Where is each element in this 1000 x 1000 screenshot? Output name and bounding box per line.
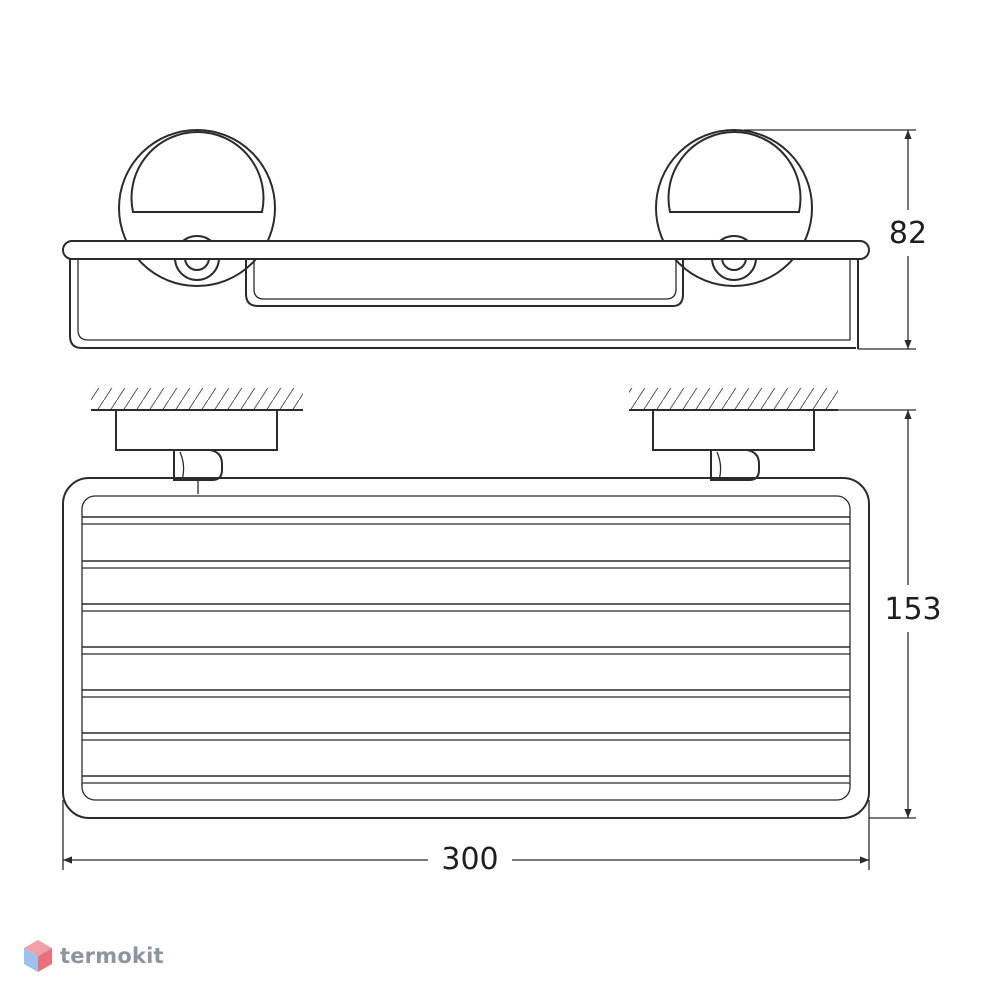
side-view: 82 [62,129,927,350]
right-wall-bracket [655,129,813,287]
height-dimension: 82 [744,129,927,350]
hexagon-cube-icon [24,940,52,972]
width-dimension: 300 [62,800,870,877]
depth-label: 153 [884,592,941,627]
basket-wires [82,516,850,784]
shelf-basket [62,477,870,819]
left-wall-mount [115,409,278,494]
left-wall-bracket [118,129,276,287]
shelf-side-profile [62,240,870,349]
height-label: 82 [889,216,927,251]
watermark-text: termokit [60,944,164,968]
left-wall-hatch [91,388,303,411]
right-wall-mount [652,409,815,481]
top-view: 153 300 [62,388,942,877]
depth-dimension: 153 [814,409,942,819]
watermark: termokit [22,936,164,976]
width-label: 300 [441,842,498,877]
right-wall-hatch [629,388,838,411]
